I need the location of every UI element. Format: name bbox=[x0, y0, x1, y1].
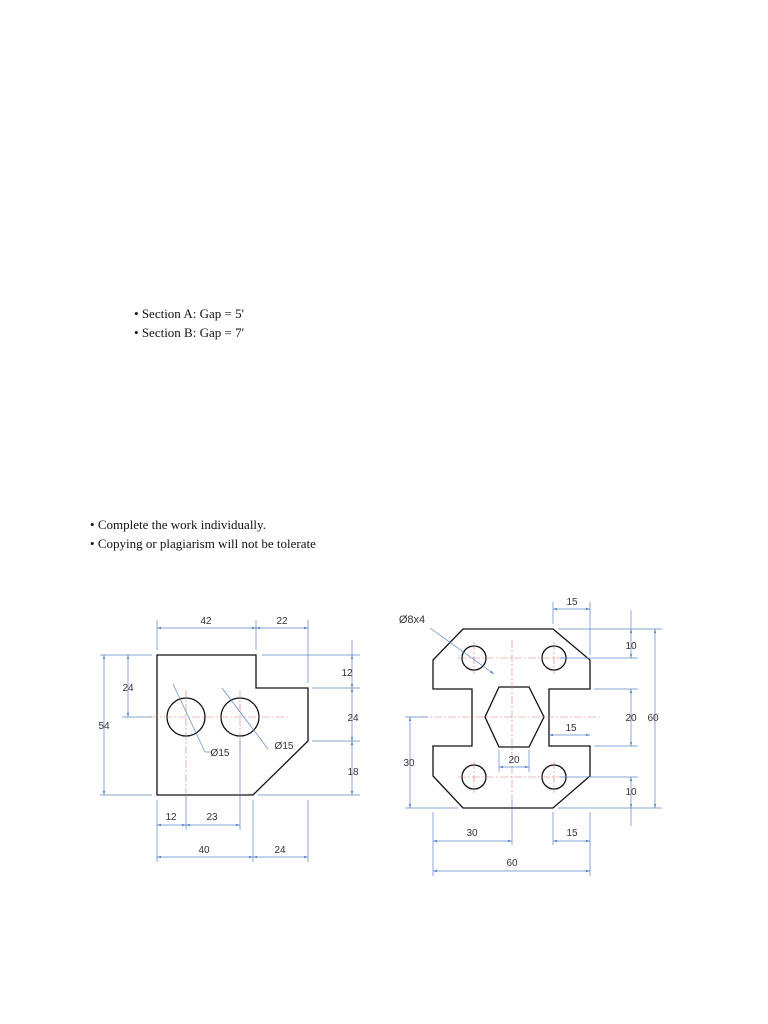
dim-42: 42 bbox=[200, 616, 212, 627]
section-gap-item: Section A: Gap = 5' bbox=[134, 304, 244, 323]
left-part-outline bbox=[156, 654, 309, 796]
dim-40: 40 bbox=[198, 845, 210, 856]
right-left-dimensions bbox=[405, 716, 458, 809]
hole-leader bbox=[429, 627, 495, 675]
hole-label-2: Ø15 bbox=[275, 741, 294, 752]
dim-20-center: 20 bbox=[508, 755, 520, 766]
hexagon-cutout bbox=[484, 686, 545, 748]
right-center-dimension bbox=[498, 750, 530, 772]
dim-10-bottom: 10 bbox=[625, 787, 637, 798]
dim-30-left: 30 bbox=[403, 758, 415, 769]
dim-30-bottom: 30 bbox=[466, 828, 478, 839]
dim-15-top: 15 bbox=[566, 597, 578, 608]
dim-10-top: 10 bbox=[625, 641, 637, 652]
rule-item: Complete the work individually. bbox=[90, 515, 316, 534]
dim-15-bottom: 15 bbox=[566, 828, 578, 839]
right-bottom-dimensions bbox=[432, 800, 591, 876]
right-side-dimensions bbox=[558, 610, 662, 826]
dim-22: 22 bbox=[276, 616, 288, 627]
right-top-dimensions bbox=[552, 602, 591, 655]
left-right-dimensions bbox=[258, 640, 360, 796]
right-part-outline bbox=[432, 628, 591, 809]
left-hole-leaders bbox=[172, 683, 269, 753]
rules-list: Complete the work individually. Copying … bbox=[90, 515, 316, 553]
rule-item: Copying or plagiarism will not be tolera… bbox=[90, 534, 316, 553]
dim-23: 23 bbox=[206, 812, 218, 823]
dim-24-right: 24 bbox=[347, 713, 359, 724]
left-bottom-dimensions bbox=[156, 740, 309, 862]
right-center-lines bbox=[420, 640, 600, 800]
left-part-drawing: 42 22 12 24 18 24 54 bbox=[98, 616, 360, 862]
dim-54: 54 bbox=[98, 721, 110, 732]
dim-20-right: 20 bbox=[625, 713, 637, 724]
dim-60-right: 60 bbox=[647, 713, 659, 724]
dim-18: 18 bbox=[347, 767, 359, 778]
left-left-dimensions bbox=[100, 654, 152, 796]
section-gap-list: Section A: Gap = 5' Section B: Gap = 7' bbox=[134, 304, 244, 342]
dim-24-bottom: 24 bbox=[274, 845, 286, 856]
dim-60-bottom: 60 bbox=[506, 858, 518, 869]
dim-12-right: 12 bbox=[341, 668, 353, 679]
dim-24-left: 24 bbox=[122, 683, 134, 694]
dim-15-slot: 15 bbox=[565, 723, 577, 734]
left-top-dimensions bbox=[156, 620, 309, 683]
hole-spec-label: Ø8x4 bbox=[399, 614, 425, 626]
dim-12-bottom: 12 bbox=[165, 812, 177, 823]
right-part-drawing: Ø8x4 15 10 20 60 10 bbox=[399, 597, 662, 876]
hole-label-1: Ø15 bbox=[211, 748, 230, 759]
left-center-lines bbox=[150, 690, 290, 793]
section-gap-item: Section B: Gap = 7' bbox=[134, 323, 244, 342]
